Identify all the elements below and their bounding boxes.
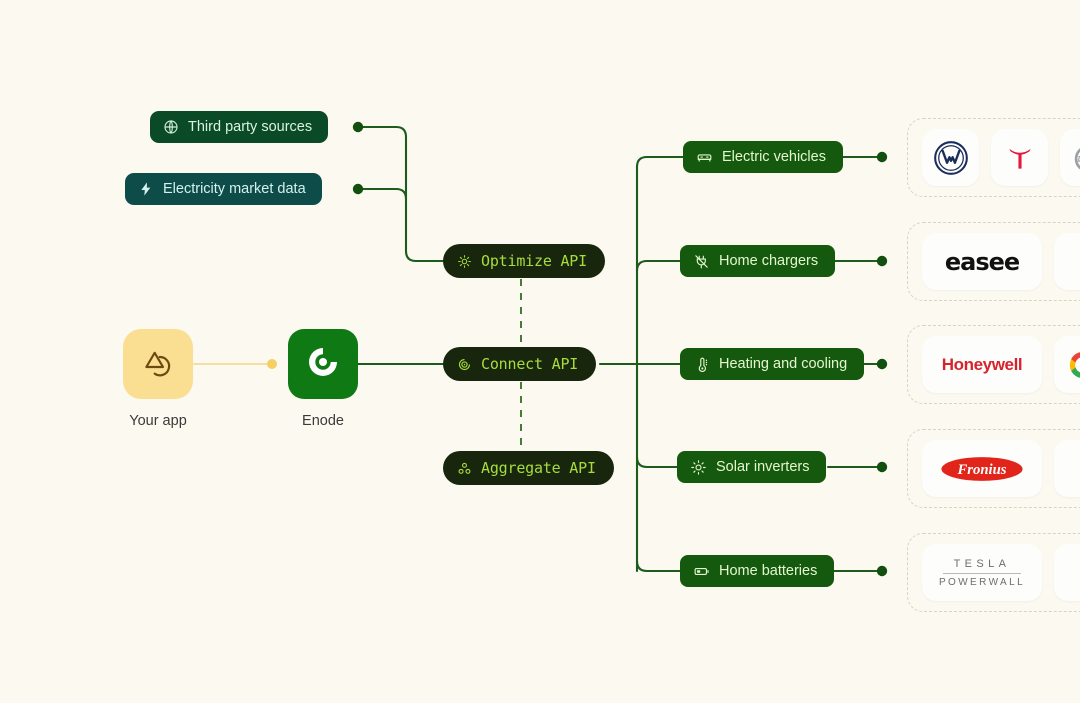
device-pill-solar-inverters[interactable]: Solar inverters — [677, 451, 827, 483]
globe-icon — [163, 119, 179, 135]
enode-caption: Enode — [302, 413, 344, 429]
device-label: Home chargers — [719, 252, 819, 269]
brand-group-heating-and-cooling: Honeywell — [907, 325, 1080, 404]
car-icon — [696, 149, 713, 166]
your-app-tile[interactable] — [123, 329, 193, 399]
svg-text:VOLVO: VOLVO — [1078, 156, 1080, 162]
api-pill-connect[interactable]: Connect API — [443, 347, 597, 381]
plug-icon — [693, 253, 710, 270]
brand-wordmark: Honeywell — [941, 355, 1023, 374]
brand-logo-eo[interactable]: eo — [1054, 233, 1080, 290]
cluster-icon — [457, 461, 472, 476]
device-label: Heating and cooling — [719, 355, 848, 372]
brand-logo-volkswagen[interactable] — [922, 129, 979, 186]
device-label: Electric vehicles — [722, 148, 826, 165]
enode-block: Enode — [288, 329, 358, 429]
device-label: Solar inverters — [716, 458, 810, 475]
battery-icon — [693, 563, 710, 580]
brand-group-electric-vehicles: VOLVO — [907, 118, 1080, 197]
brand-logo-google[interactable] — [1054, 336, 1080, 393]
brand-wordmark: TESLA — [953, 557, 1011, 570]
brand-logo-tesla[interactable] — [991, 129, 1048, 186]
divider — [943, 572, 1021, 574]
brand-group-home-chargers: easee eo — [907, 222, 1080, 301]
brand-logo-enphase[interactable]: EN — [1054, 440, 1080, 497]
brand-logo-siemens[interactable]: SIEM — [1054, 544, 1080, 601]
enode-logo-icon — [302, 341, 344, 388]
api-pill-optimize[interactable]: Optimize API — [443, 244, 605, 278]
lightning-bolt-icon — [138, 181, 154, 197]
brand-logo-honeywell[interactable]: Honeywell — [922, 336, 1042, 393]
brand-logo-easee[interactable]: easee — [922, 233, 1042, 290]
brand-logo-tesla-powerwall[interactable]: TESLA POWERWALL — [922, 544, 1042, 601]
source-pill-electricity-market-data[interactable]: Electricity market data — [125, 173, 322, 205]
thermometer-icon — [693, 356, 710, 373]
brand-logo-fronius[interactable]: Fronius — [922, 440, 1042, 497]
device-label: Home batteries — [719, 562, 818, 579]
api-label: Aggregate API — [481, 458, 596, 477]
target-icon — [457, 357, 472, 372]
source-label: Third party sources — [188, 118, 313, 135]
enode-tile[interactable] — [288, 329, 358, 399]
device-pill-home-chargers[interactable]: Home chargers — [680, 245, 836, 277]
svg-text:Fronius: Fronius — [957, 461, 1007, 477]
your-app-block: Your app — [123, 329, 193, 429]
brand-logo-volvo[interactable]: VOLVO — [1060, 129, 1080, 186]
brand-group-home-batteries: TESLA POWERWALL SIEM — [907, 533, 1080, 612]
device-pill-home-batteries[interactable]: Home batteries — [680, 555, 835, 587]
sun-icon — [457, 254, 472, 269]
sun-icon — [690, 459, 707, 476]
api-label: Connect API — [481, 354, 579, 373]
triangle-arc-icon — [138, 342, 178, 387]
brand-group-solar-inverters: Fronius EN — [907, 429, 1080, 508]
device-pill-electric-vehicles[interactable]: Electric vehicles — [683, 141, 843, 173]
device-pill-heating-and-cooling[interactable]: Heating and cooling — [680, 348, 865, 380]
brand-subwordmark: POWERWALL — [938, 576, 1026, 588]
api-label: Optimize API — [481, 251, 587, 270]
api-pill-aggregate[interactable]: Aggregate API — [443, 451, 614, 485]
your-app-caption: Your app — [129, 413, 187, 429]
source-pill-third-party-sources[interactable]: Third party sources — [150, 111, 329, 143]
source-label: Electricity market data — [163, 180, 306, 197]
brand-wordmark: easee — [944, 247, 1020, 276]
connector-dot — [267, 359, 277, 369]
